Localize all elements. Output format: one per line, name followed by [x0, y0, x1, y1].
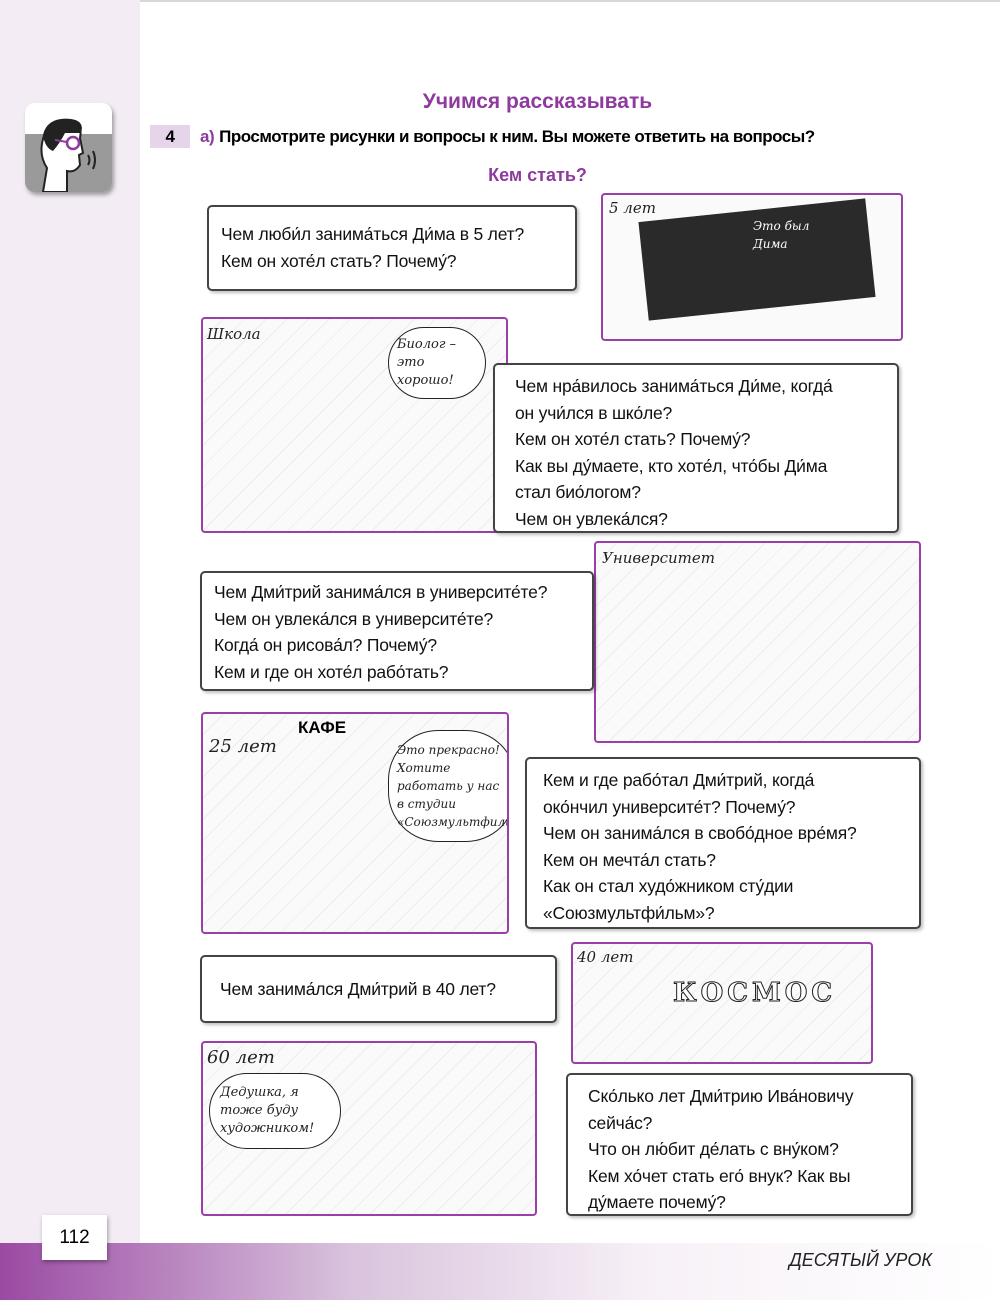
age-label: 40 лет — [577, 948, 634, 966]
question-line: Чем занима́лся Дми́трий в 40 лет? — [220, 979, 496, 999]
question-line: Чем Дми́трий занима́лся в университе́те? — [214, 582, 548, 602]
speaking-person-icon — [25, 103, 112, 192]
illustration-5-years: 5 лет Это был Дима — [601, 193, 903, 341]
question-line: «Союзмультфи́льм»? — [543, 902, 715, 923]
task-number: 4 — [150, 125, 190, 148]
question-bubble-6: Ско́лько лет Дми́трию Ива́новичу сейча́с… — [566, 1073, 913, 1216]
cafe-sign: КАФЕ — [298, 718, 347, 737]
question-line: Кем он хоте́л стать? Почему́? — [221, 250, 457, 271]
poster-text: Это был Дима — [753, 219, 810, 251]
grandson-speech: Дедушка, я тоже буду художником! — [209, 1073, 341, 1149]
illustration-40-years: 40 лет КОСМОС — [571, 942, 873, 1064]
question-line: Что он лю́бит де́лать с вну́ком? — [588, 1139, 839, 1159]
place-label: Школа — [207, 325, 261, 343]
question-line: сейча́с? — [588, 1112, 653, 1133]
age-label: 60 лет — [207, 1047, 275, 1068]
lesson-title: ДЕСЯТЫЙ УРОК — [789, 1250, 932, 1270]
footer-band — [0, 1243, 1000, 1300]
question-line: око́нчил университе́т? Почему́? — [543, 796, 796, 817]
illustration-school: Школа Биолог – это хорошо! — [201, 317, 508, 533]
question-line: Чем он увлека́лся? — [515, 508, 668, 529]
question-line: Как он стал худо́жником сту́дии — [543, 876, 794, 896]
question-line: он учи́лся в шко́ле? — [515, 402, 673, 423]
question-bubble-3: Чем Дми́трий занима́лся в университе́те?… — [200, 571, 594, 691]
question-line: Кем он хоте́л стать? Почему́? — [515, 429, 751, 449]
teacher-speech: Биолог – это хорошо! — [388, 327, 486, 399]
question-bubble-4: Кем и где рабо́тал Дми́трий, когда́ око́… — [525, 757, 921, 929]
task-text: Просмотрите рисунки и вопросы к ним. Вы … — [219, 126, 815, 146]
question-line: ду́маете почему́? — [588, 1192, 726, 1212]
question-bubble-1: Чем люби́л занима́ться Ди́ма в 5 лет? Ке… — [207, 205, 577, 291]
task-letter: а) — [200, 126, 215, 146]
illustration-cafe: 25 лет КАФЕ Это прекрасно! Хотите работа… — [201, 712, 509, 934]
man-speech: Это прекрасно! Хотите работать у нас в с… — [388, 730, 507, 842]
question-line: стал био́логом? — [515, 482, 641, 502]
question-line: Чем он занима́лся в свобо́дное вре́мя? — [543, 823, 857, 843]
question-line: Чем люби́л занима́ться Ди́ма в 5 лет? — [221, 224, 524, 244]
kosmos-sign: КОСМОС — [672, 978, 837, 1008]
left-margin — [0, 0, 140, 1243]
top-border — [0, 0, 1000, 2]
question-bubble-2: Чем нра́вилось занима́ться Ди́ме, когда́… — [493, 363, 899, 533]
question-line: Ско́лько лет Дми́трию Ива́новичу — [588, 1086, 854, 1106]
question-line: Кем и где он хоте́л рабо́тать? — [214, 661, 449, 682]
question-line: Кем и где рабо́тал Дми́трий, когда́ — [543, 770, 815, 790]
section-title: Учимся рассказывать — [422, 90, 653, 113]
task-instruction: 4 а) Просмотрите рисунки и вопросы к ним… — [150, 125, 815, 148]
story-title: Кем стать? — [488, 165, 587, 185]
illustration-60-years: 60 лет Дедушка, я тоже буду художником! — [201, 1041, 537, 1216]
question-line: Кем хо́чет стать его́ внук? Как вы — [588, 1165, 851, 1186]
age-label: 5 лет — [609, 199, 656, 217]
place-label: Университет — [602, 549, 715, 567]
question-line: Как вы ду́маете, кто хоте́л, что́бы Ди́м… — [515, 455, 828, 476]
question-bubble-5: Чем занима́лся Дми́трий в 40 лет? — [200, 955, 557, 1023]
question-line: Чем нра́вилось занима́ться Ди́ме, когда́ — [515, 376, 833, 396]
question-line: Кем он мечта́л стать? — [543, 849, 716, 870]
illustration-university: Университет — [594, 541, 921, 743]
page-number: 112 — [42, 1215, 107, 1260]
question-line: Чем он увлека́лся в университе́те? — [214, 608, 494, 629]
question-line: Когда́ он рисова́л? Почему́? — [214, 635, 437, 655]
age-label: 25 лет — [209, 736, 277, 757]
